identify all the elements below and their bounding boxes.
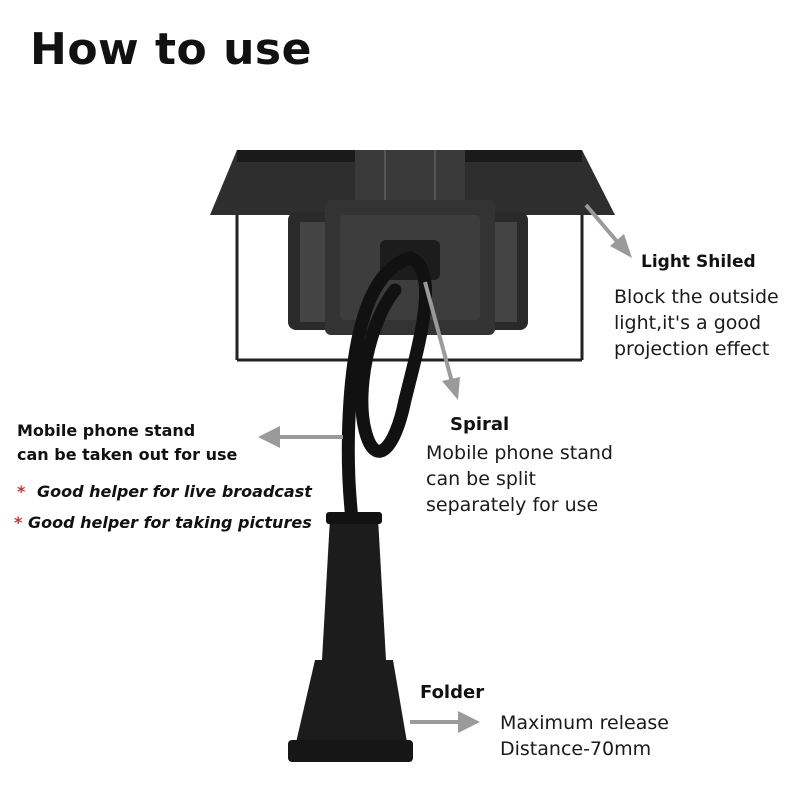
gooseneck <box>341 251 433 527</box>
bullet-text: Good helper for live broadcast <box>36 482 312 501</box>
light-shield-line: Block the outside <box>614 286 779 308</box>
bullet-item: * Good helper for taking pictures <box>14 513 312 532</box>
bullet-text: Good helper for taking pictures <box>27 513 312 532</box>
spiral-line: separately for use <box>426 494 599 516</box>
bullet-item: * Good helper for live broadcast <box>17 482 312 501</box>
folder-heading: Folder <box>420 682 485 703</box>
page-title: How to use <box>30 24 312 75</box>
light-shield-line: light,it's a good <box>614 312 762 334</box>
folder-description: Maximum release Distance-70mm <box>500 710 669 762</box>
spiral-heading: Spiral <box>450 414 510 435</box>
light-shield-description: Block the outside light,it's a good proj… <box>614 284 779 362</box>
star-icon: * <box>17 482 26 501</box>
spiral-line: can be split <box>426 468 536 490</box>
phone-stand-line: Mobile phone stand <box>17 421 196 440</box>
phone-stand-description: Mobile phone stand can be taken out for … <box>17 419 237 467</box>
light-shield-line: projection effect <box>614 338 770 360</box>
spiral-description: Mobile phone stand can be split separate… <box>426 440 613 518</box>
folder-line: Distance-70mm <box>500 738 652 760</box>
folder-line: Maximum release <box>500 712 669 734</box>
light-shield-heading: Light Shiled <box>641 252 756 272</box>
base <box>288 512 413 762</box>
phone-stand-line: can be taken out for use <box>17 445 238 464</box>
star-icon: * <box>14 513 23 532</box>
arrows <box>258 203 632 733</box>
phone-holder <box>288 200 528 335</box>
spiral-line: Mobile phone stand <box>426 442 613 464</box>
